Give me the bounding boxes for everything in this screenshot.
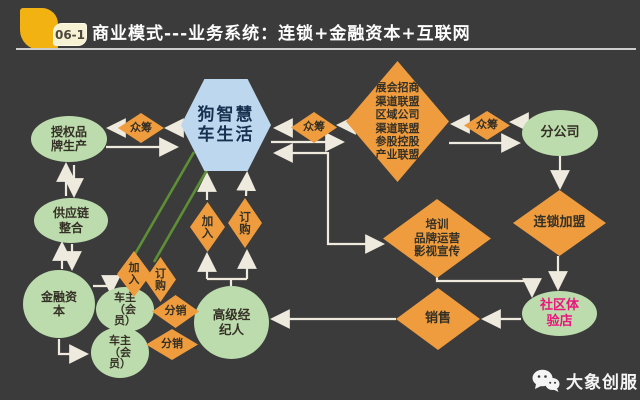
node-community-store: 社区体 验店 <box>522 291 597 336</box>
title-divider <box>16 48 636 50</box>
slide-number-badge: 06-1 <box>53 23 87 46</box>
node-supply-chain: 供应链 整合 <box>34 198 108 243</box>
node-branch-company: 分公司 <box>522 110 598 156</box>
arrow-connectors <box>52 112 570 364</box>
node-financial-capital: 金融资 本 <box>23 270 95 338</box>
leaf-logo-icon <box>20 8 58 50</box>
node-car-owner-1: 车主 （会 员） <box>96 287 154 332</box>
node-senior-broker: 高级经 纪人 <box>194 286 269 359</box>
brand-name: 大象创服 <box>566 373 638 393</box>
wechat-icon <box>532 369 560 392</box>
page-title: 商业模式---业务系统：连锁+金融资本+互联网 <box>92 24 471 44</box>
footer-brand: 大象创服 <box>532 368 638 393</box>
node-authorized-brand: 授权品 牌生产 <box>31 116 107 162</box>
node-car-owner-2: 车主 （会 员） <box>91 327 149 378</box>
green-links <box>133 151 217 263</box>
